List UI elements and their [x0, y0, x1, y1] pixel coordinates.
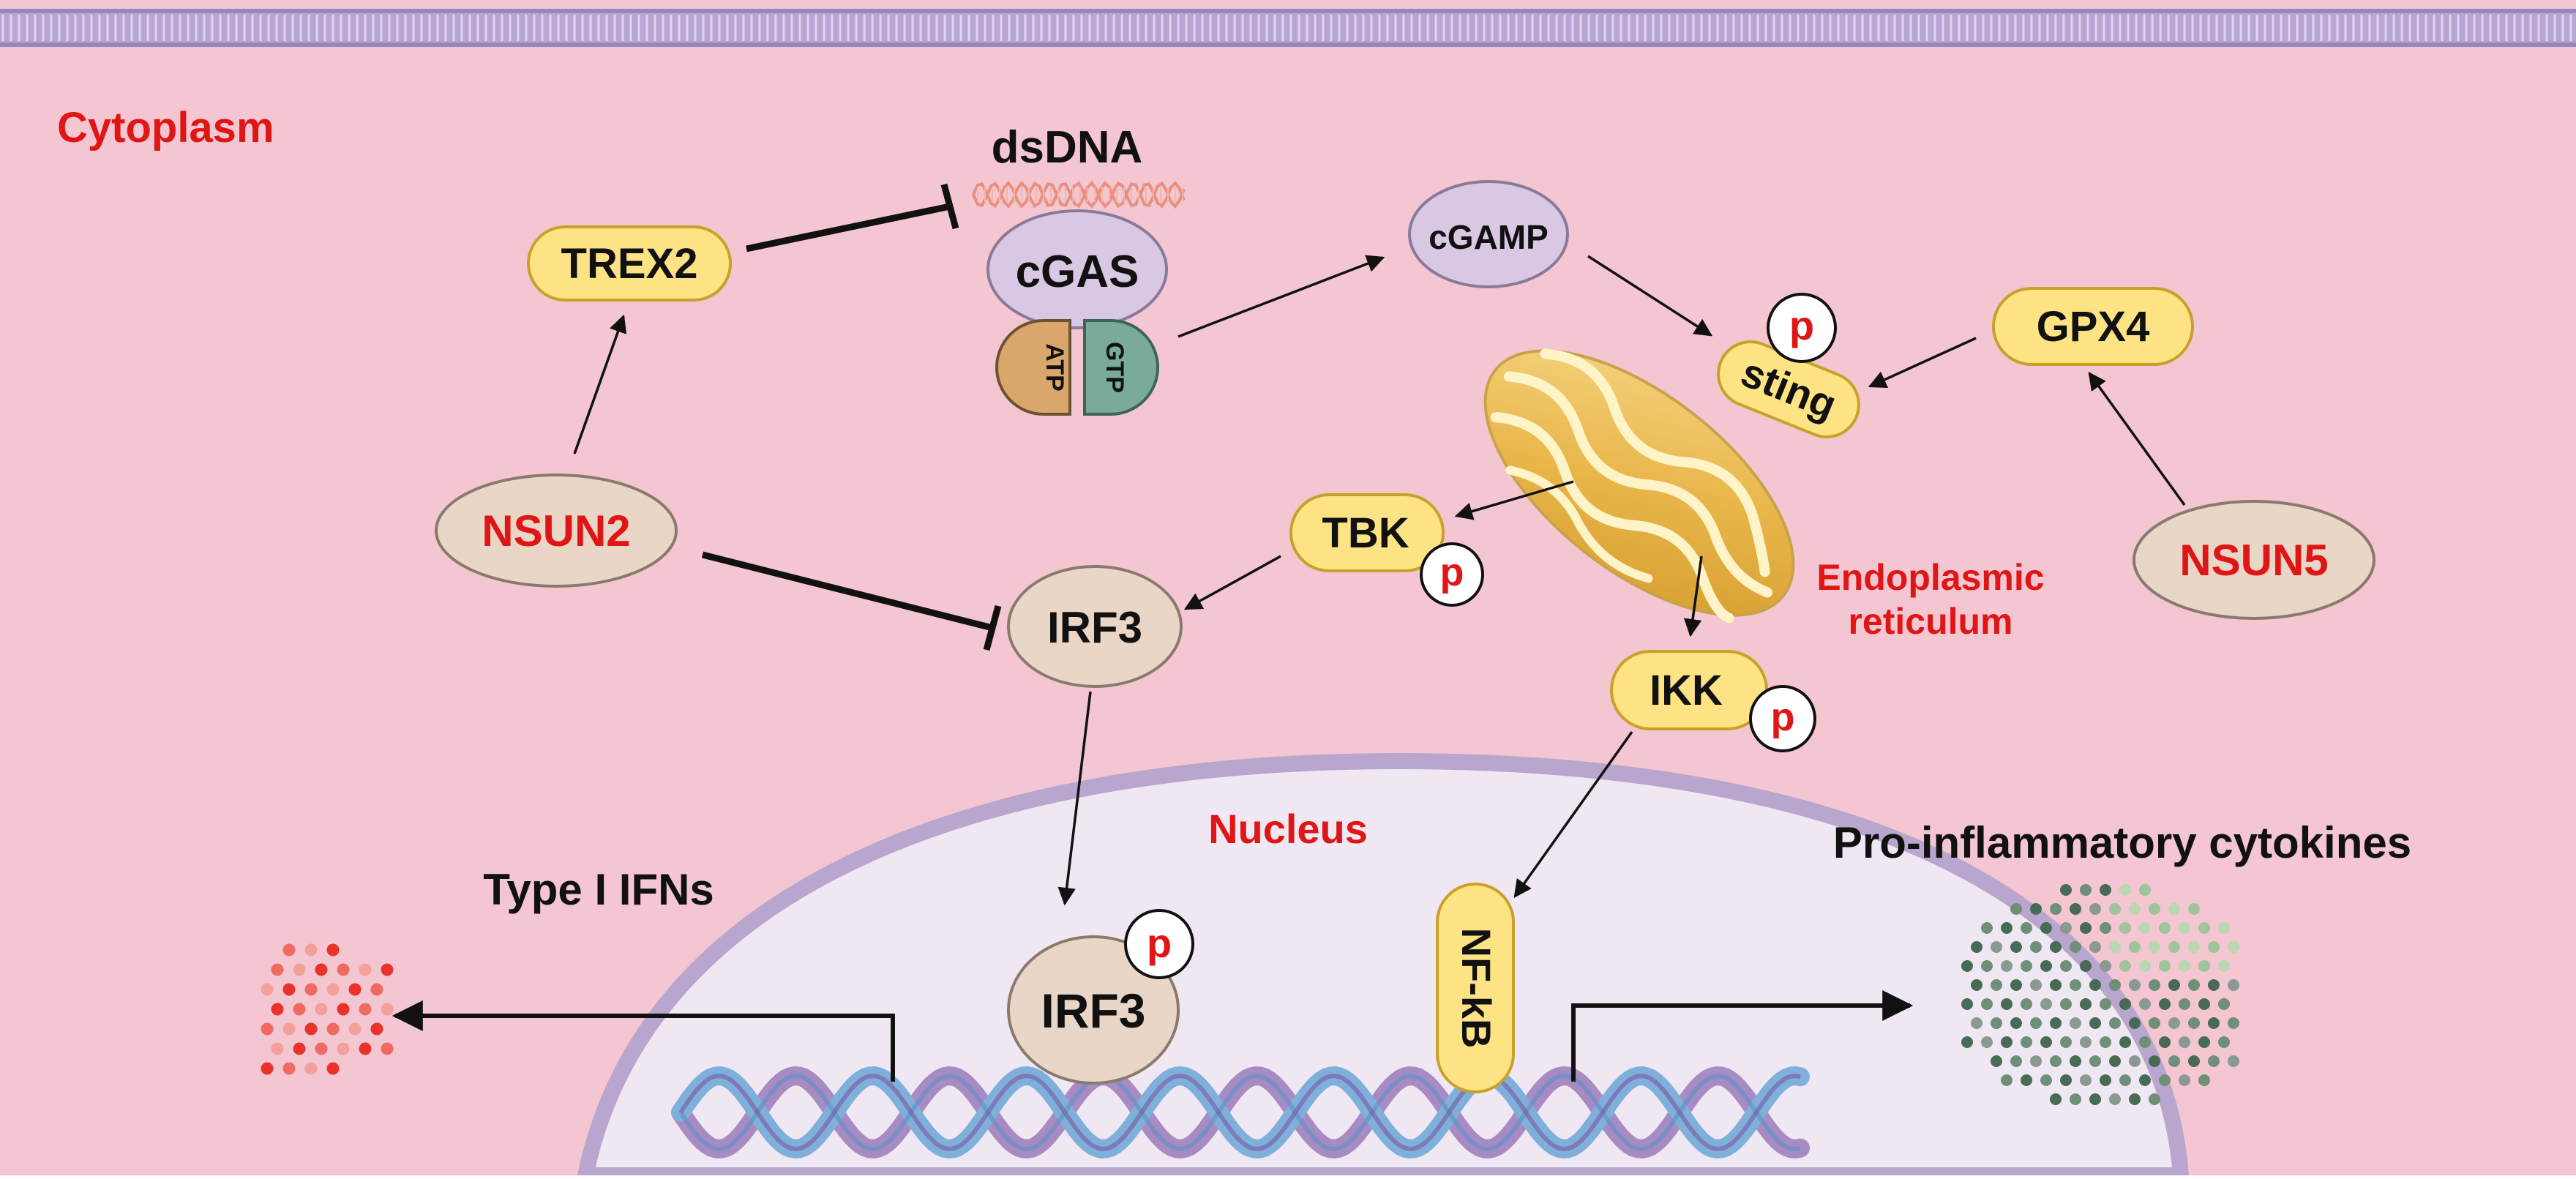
arrow-nsun2-trex2	[573, 314, 627, 454]
tbk-protein: TBK p	[1289, 493, 1484, 607]
arrow-gpx4-sting	[1868, 337, 1977, 389]
atp-half	[995, 319, 1071, 416]
tbk-label: TBK	[1322, 509, 1409, 557]
inhibition-trex2-dsdna	[746, 183, 959, 252]
dna-helix	[671, 1066, 1810, 1159]
pro-inflammatory-label: Pro-inflammatory cytokines	[1833, 818, 2411, 867]
sting-phospho-badge: p	[1767, 293, 1837, 363]
cgas-complex: cGAS ATP GTP	[986, 209, 1168, 416]
type-i-ifns-label: Type I IFNs	[483, 865, 714, 914]
ikk-phospho-label: p	[1771, 695, 1795, 739]
irf3-nuc-label: IRF3	[1041, 984, 1145, 1038]
tbk-phospho-label: p	[1440, 550, 1464, 594]
nucleus-label: Nucleus	[1208, 806, 1368, 852]
type-i-ifns-dots	[261, 943, 394, 1075]
arrow-cgamp-sting	[1587, 255, 1713, 337]
cgas-label: cGAS	[1016, 247, 1139, 297]
gtp-label: GTP	[1101, 342, 1128, 393]
nsun2-protein: NSUN2	[435, 474, 678, 588]
gpx4-label: GPX4	[2037, 303, 2150, 351]
sting-phospho-label: p	[1789, 302, 1814, 348]
arrow-er-tbk	[1454, 480, 1574, 520]
atp-label: ATP	[1041, 343, 1068, 391]
ikk-protein: IKK p	[1610, 650, 1816, 752]
irf3-phospho-label: p	[1147, 920, 1172, 966]
arrow-irf3-nucleus	[1057, 691, 1092, 906]
arrow-ikk-nfkb	[1513, 730, 1633, 898]
activation-arrows	[573, 255, 2186, 906]
gtp-half	[1083, 319, 1159, 416]
trex2-label: TREX2	[561, 240, 698, 288]
nsun2-label: NSUN2	[482, 506, 630, 555]
nsun5-label: NSUN5	[2179, 536, 2328, 585]
arrow-to-cytokines	[1571, 990, 1914, 1082]
ikk-label: IKK	[1650, 667, 1723, 714]
dsdna-label: dsDNA	[992, 122, 1143, 173]
nfkb-label: NF-kB	[1453, 928, 1499, 1049]
arrow-er-ikk	[1683, 555, 1703, 637]
arrow-nsun5-gpx4	[2088, 372, 2186, 506]
arrow-to-type-i-ifns	[392, 1000, 895, 1082]
transcription-arrows	[392, 990, 1914, 1082]
er-label-line2: reticulum	[1848, 601, 2012, 642]
gpx4-protein: GPX4	[1992, 287, 2194, 366]
arrow-tbk-irf3	[1183, 555, 1281, 610]
nsun5-protein: NSUN5	[2133, 500, 2375, 620]
irf3-cyto-label: IRF3	[1047, 603, 1142, 652]
endoplasmic-reticulum	[1483, 348, 1795, 624]
cgamp-molecule: cGAMP	[1408, 180, 1569, 288]
dsdna-strand	[972, 181, 1186, 209]
nfkb-protein: NF-kB	[1436, 883, 1515, 1093]
cytokine-dots	[1961, 884, 2239, 1105]
er-label-line1: Endoplasmic	[1816, 557, 2044, 598]
irf3-nuclear: IRF3 p	[1007, 909, 1194, 1085]
cgamp-label: cGAMP	[1429, 218, 1549, 256]
plasma-membrane	[0, 9, 2576, 47]
cytoplasm-label: Cytoplasm	[57, 104, 274, 151]
arrow-cgas-cgamp	[1177, 255, 1385, 338]
irf3-cytoplasmic: IRF3	[1007, 565, 1183, 688]
inhibition-nsun2-irf3	[701, 551, 1002, 651]
trex2-protein: TREX2	[527, 225, 732, 302]
